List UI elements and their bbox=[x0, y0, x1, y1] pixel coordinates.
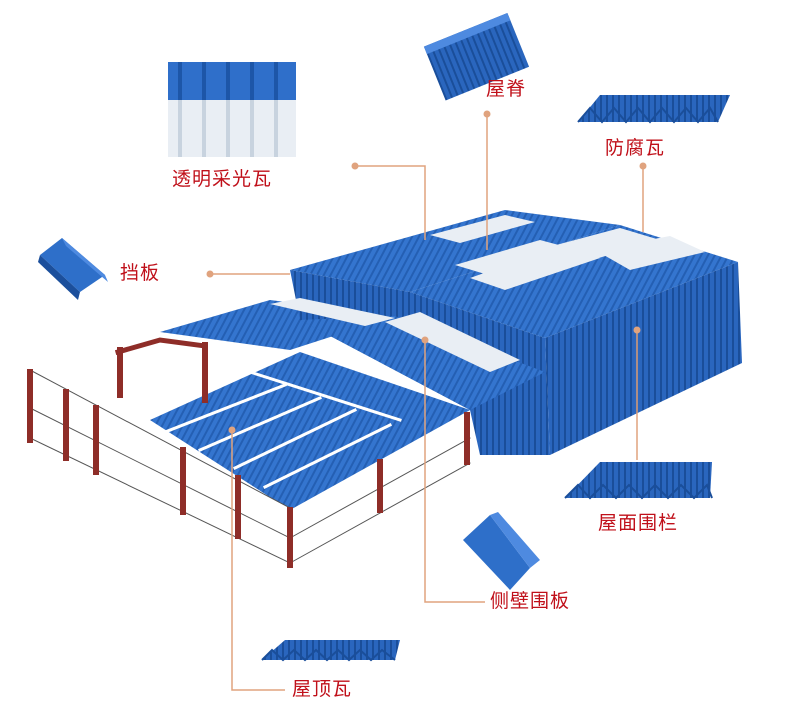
building bbox=[27, 210, 742, 568]
label-roof-fence: 屋面围栏 bbox=[598, 512, 679, 534]
ridge-thumbnail bbox=[423, 12, 530, 101]
skylight-strip-4 bbox=[545, 228, 660, 262]
skylight-strip-5 bbox=[595, 236, 705, 270]
skylight-strip-3 bbox=[470, 246, 600, 290]
skylight-strip-7 bbox=[270, 298, 395, 326]
upper-gable-wall bbox=[545, 262, 742, 455]
roof-fence-thumbnail bbox=[564, 462, 713, 500]
side-wall-panel-thumbnail bbox=[463, 512, 540, 590]
roof-tile-thumbnail bbox=[261, 640, 400, 662]
skylight-panel-thumbnail bbox=[168, 62, 296, 157]
leader-dots bbox=[206, 110, 647, 434]
skylight-strip-6 bbox=[385, 312, 520, 372]
skylight-strip-2 bbox=[455, 240, 570, 274]
anticorrosion-tile-thumbnail bbox=[577, 95, 730, 124]
label-ridge: 屋脊 bbox=[486, 78, 527, 100]
skylight-strip-1 bbox=[430, 215, 535, 243]
label-anticorrosion-tile: 防腐瓦 bbox=[605, 137, 666, 159]
baffle-thumbnail bbox=[38, 238, 108, 300]
label-skylight-panel: 透明采光瓦 bbox=[172, 168, 273, 190]
label-side-wall-panel: 侧壁围板 bbox=[490, 590, 571, 612]
label-baffle: 挡板 bbox=[120, 262, 161, 284]
steel-frame bbox=[27, 337, 473, 568]
label-roof-tile: 屋顶瓦 bbox=[292, 678, 353, 700]
upper-roof-left bbox=[290, 210, 620, 292]
leader-lines bbox=[210, 114, 644, 691]
middle-roof bbox=[300, 316, 545, 410]
